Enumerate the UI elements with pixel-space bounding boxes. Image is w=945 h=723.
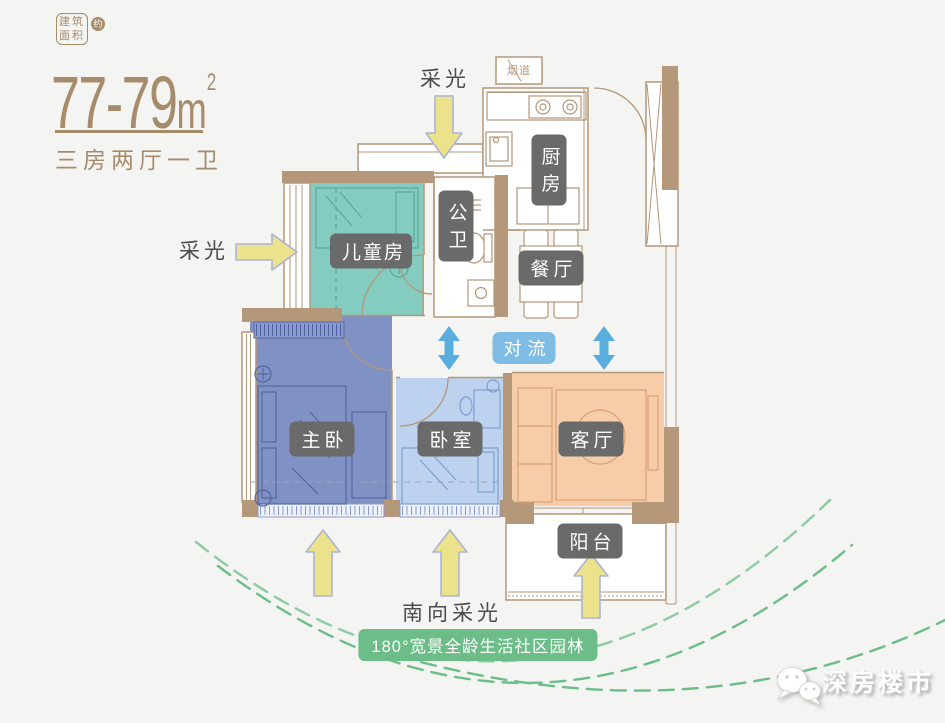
approx-badge: 约 — [91, 17, 105, 31]
room-label-living: 客厅 — [558, 421, 624, 457]
flue-label: 烟道 — [507, 65, 531, 77]
daylight-arrow-up-2 — [432, 529, 468, 597]
layout-type: 三房两厅一卫 — [55, 147, 223, 173]
badge-line1: 建筑 — [59, 16, 85, 28]
room-label-balcony: 阳台 — [557, 523, 623, 559]
daylight-left-label: 采光 — [179, 240, 229, 263]
doors — [339, 87, 647, 427]
room-label-master: 主卧 — [289, 421, 355, 457]
area-number: 77-79 — [51, 61, 178, 144]
watermark-brand: 深房楼市 — [822, 669, 935, 697]
daylight-arrow-down — [425, 95, 463, 159]
convection-label: 对流 — [492, 332, 556, 364]
daylight-arrows — [235, 95, 609, 619]
area-exponent: 2 — [206, 69, 217, 96]
room-label-bedroom: 卧室 — [417, 421, 483, 457]
room-fills — [250, 183, 664, 506]
south-daylight-label: 南向采光 — [402, 602, 502, 625]
room-label-dining: 餐厅 — [518, 250, 584, 286]
wechat-icon — [776, 667, 823, 708]
header-divider — [55, 130, 203, 133]
daylight-arrow-up-balcony — [573, 553, 609, 619]
convection-arrow-left — [438, 326, 460, 370]
area-badge: 建筑 面积 — [56, 13, 88, 45]
garden-banner: 180°宽景全龄生活社区园林 — [358, 629, 598, 661]
room-label-bathroom: 公卫 — [438, 190, 474, 262]
convection-arrow-right — [593, 326, 615, 370]
daylight-top-label: 采光 — [420, 68, 470, 91]
badge-line2: 面积 — [59, 30, 85, 42]
convection-arrows — [438, 326, 615, 370]
daylight-arrow-up-1 — [305, 529, 341, 597]
room-label-kitchen: 厨房 — [531, 134, 567, 206]
daylight-arrow-right — [235, 233, 298, 271]
room-label-children: 儿童房 — [329, 233, 413, 269]
